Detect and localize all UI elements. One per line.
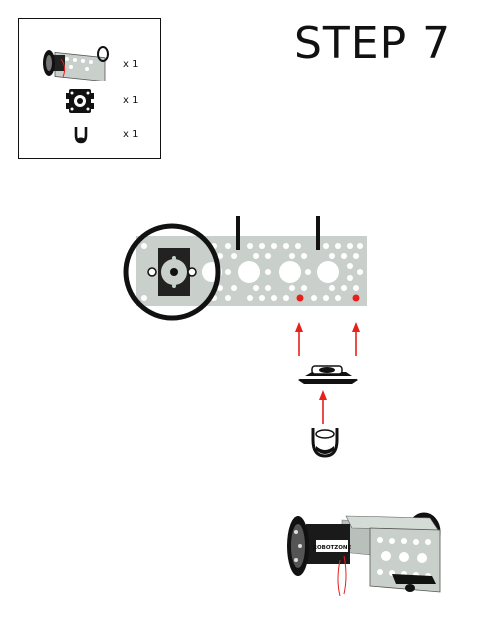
wheel-bracket-assembly-icon bbox=[43, 46, 109, 81]
red-arrow-right bbox=[352, 322, 360, 356]
mounting-hole-highlight bbox=[352, 294, 360, 302]
standoff-right bbox=[316, 216, 320, 250]
caster-wheel-icon bbox=[74, 127, 88, 144]
standoff-left bbox=[236, 216, 240, 250]
red-arrow-caster bbox=[319, 390, 327, 424]
caster-wheel bbox=[311, 428, 339, 458]
wheel bbox=[123, 223, 221, 321]
caster-mount-plate bbox=[298, 365, 358, 384]
part-quantity: x 1 bbox=[123, 59, 139, 70]
part-quantity: x 1 bbox=[123, 129, 139, 140]
step-title: STEP 7 bbox=[294, 18, 452, 69]
part-quantity: x 1 bbox=[123, 95, 139, 106]
completed-assembly: ROBOTZONE bbox=[287, 512, 441, 597]
motor-label: ROBOTZONE bbox=[313, 545, 352, 551]
mounting-hole-highlight bbox=[296, 294, 304, 302]
caster-mount-plate-icon bbox=[66, 89, 94, 113]
red-arrow-left bbox=[295, 322, 303, 356]
parts-list-box: x 1 x 1 x 1 bbox=[18, 18, 161, 159]
